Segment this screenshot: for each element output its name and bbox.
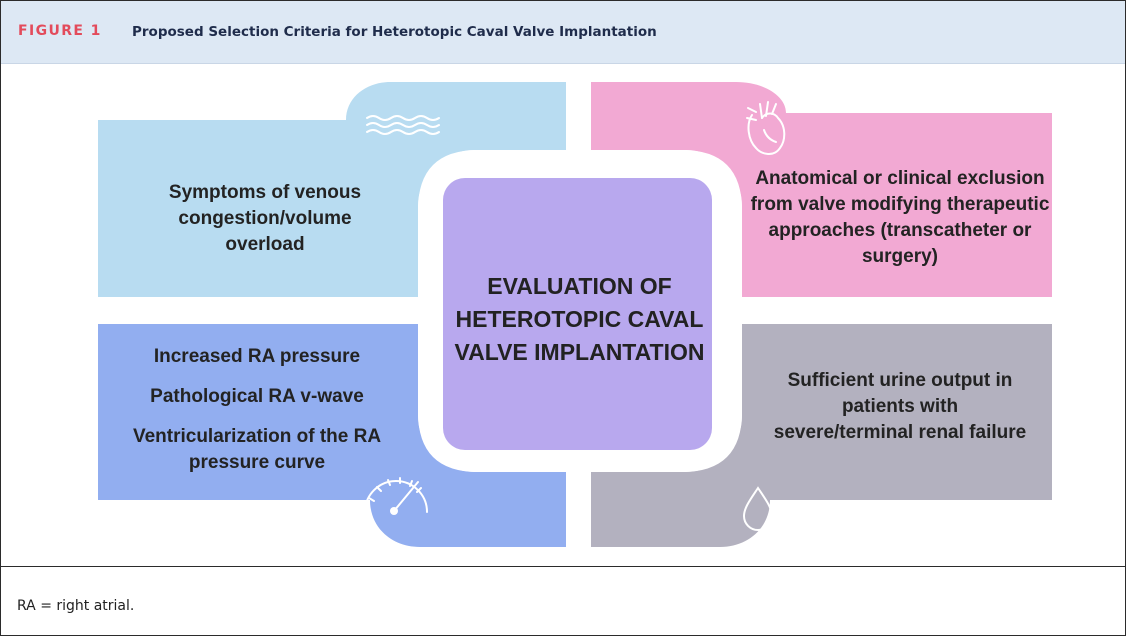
quadrant-top-left-text: Symptoms of venous congestion/volume ove…	[168, 182, 362, 255]
quadrant-bottom-right	[591, 324, 1052, 547]
quadrant-bottom-right-text: Sufficient urine output in patients with…	[773, 370, 1027, 443]
gauge-icon	[364, 477, 428, 515]
criterion-item: Ventricularization of the RA pressure cu…	[132, 426, 382, 473]
criteria-diagram	[98, 82, 1052, 547]
heart-icon	[746, 101, 786, 155]
footnote: RA = right atrial.	[17, 598, 135, 614]
quadrant-top-left	[98, 82, 566, 297]
footnote-divider	[1, 566, 1125, 567]
figure-label: FIGURE 1	[18, 23, 102, 39]
criterion-item: Increased RA pressure	[153, 346, 361, 367]
center-title: EVALUATION OF HETEROTOPIC CAVAL VALVE IM…	[454, 273, 705, 365]
quadrant-top-right	[591, 82, 1052, 297]
waves-icon	[366, 115, 440, 135]
quadrant-top-right-text: Anatomical or clinical exclusion from va…	[750, 168, 1050, 267]
droplet-icon	[742, 486, 774, 531]
figure-title: Proposed Selection Criteria for Heteroto…	[132, 24, 657, 40]
center-box	[443, 178, 712, 450]
quadrant-bottom-left	[98, 324, 566, 547]
figure-header: FIGURE 1 Proposed Selection Criteria for…	[1, 1, 1125, 64]
quadrant-bottom-left-list: Increased RA pressure Pathological RA v-…	[112, 344, 402, 476]
criterion-item: Pathological RA v-wave	[150, 386, 364, 407]
